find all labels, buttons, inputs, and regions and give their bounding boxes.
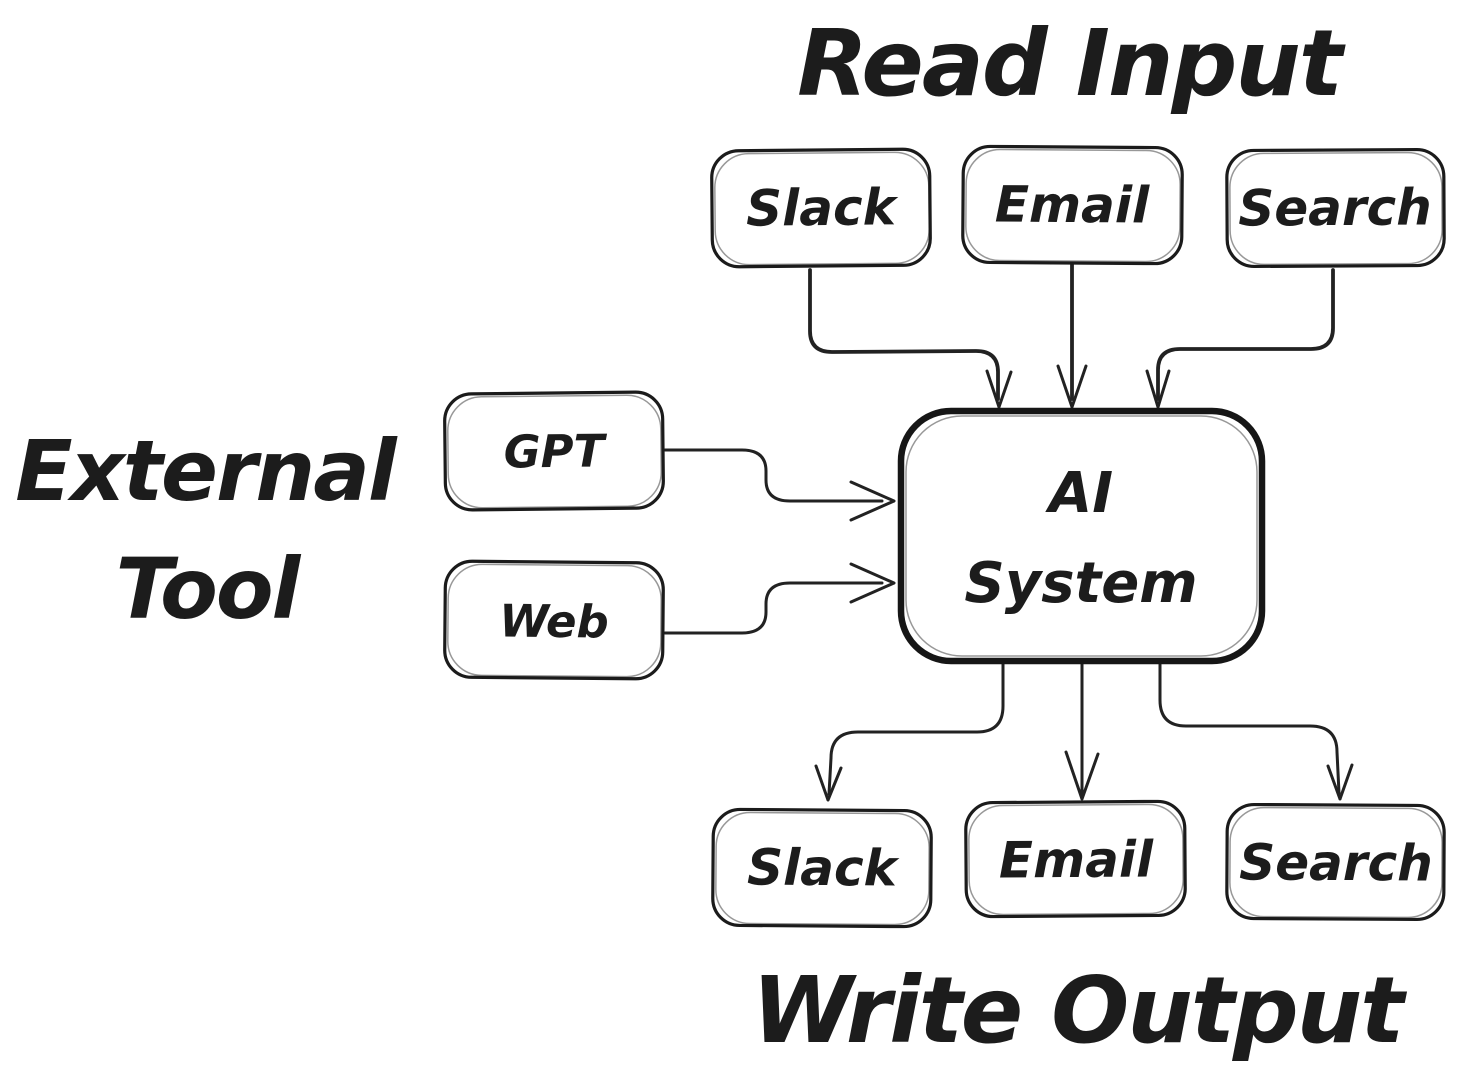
node-ai-system-label-line1: AI [1045, 461, 1113, 526]
node-tool-gpt-label: GPT [503, 424, 607, 478]
node-input-slack-sketch [714, 151, 930, 266]
arrow-tool-web-to-ai [663, 562, 896, 635]
arrow-ai-to-output-email [1064, 660, 1100, 801]
arrow-ai-to-output-slack [814, 660, 1005, 802]
node-ai-system-border [897, 407, 1266, 665]
arrow-input-slack-to-ai [808, 268, 1013, 409]
arrow-ai-to-output-search [1158, 660, 1354, 801]
node-tool-gpt-border [443, 390, 665, 512]
arrow-ai-to-output-slack-line [827, 660, 1005, 796]
arrow-tool-gpt-arrowhead-icon [849, 480, 896, 522]
title-external-tool-line1: External [15, 422, 398, 520]
node-tool-web: Web [443, 559, 665, 681]
node-input-email-sketch [965, 148, 1181, 263]
node-input-email: Email [961, 144, 1184, 266]
arrow-tool-web-arrowhead-icon [849, 562, 896, 604]
arrow-tool-gpt-line [663, 448, 884, 503]
node-output-email-sketch [968, 803, 1184, 916]
node-input-search-border [1225, 147, 1446, 269]
node-tool-web-label: Web [499, 595, 609, 649]
node-tool-web-border [443, 559, 665, 681]
arrow-ai-to-output-slack-arrowhead-icon [814, 764, 843, 802]
node-output-slack-border [711, 807, 933, 929]
arrow-ai-to-output-search-line [1158, 660, 1341, 795]
arrow-input-slack-arrowhead-icon [985, 369, 1013, 409]
node-output-email-border [964, 799, 1187, 919]
arrow-input-search-arrowhead-icon [1145, 369, 1171, 409]
node-output-slack-sketch [715, 811, 930, 926]
node-input-search: Search [1225, 147, 1446, 269]
node-ai-system-label-line2: System [964, 551, 1197, 616]
arrow-tool-gpt-to-ai [663, 448, 896, 522]
node-output-search-label: Search [1239, 833, 1433, 892]
node-input-email-label: Email [995, 175, 1151, 234]
node-tool-web-sketch [447, 563, 662, 678]
arrow-input-search-line [1156, 268, 1335, 401]
arrow-input-email-arrowhead-icon [1056, 364, 1088, 409]
title-write-output: Write Output [752, 957, 1407, 1064]
node-input-search-sketch [1229, 151, 1443, 266]
arrow-input-email-to-ai [1056, 262, 1088, 409]
node-ai-system: AI System [897, 407, 1266, 665]
node-output-search-sketch [1229, 806, 1443, 919]
title-external-tool-line2: Tool [116, 540, 302, 638]
node-output-slack-label: Slack [747, 838, 900, 897]
node-output-search-border [1225, 802, 1446, 922]
node-tool-gpt: GPT [443, 390, 665, 512]
title-read-input: Read Input [797, 10, 1346, 117]
node-input-email-border [961, 144, 1184, 266]
node-input-slack-label: Slack [746, 178, 899, 237]
arrow-input-search-to-ai [1145, 268, 1335, 409]
arrow-ai-to-output-search-arrowhead-icon [1326, 763, 1354, 801]
node-input-slack-border [710, 147, 932, 269]
node-output-email: Email [964, 799, 1187, 919]
node-output-search: Search [1225, 802, 1446, 922]
node-tool-gpt-sketch [447, 394, 662, 509]
node-input-search-label: Search [1238, 178, 1432, 237]
arrow-ai-to-output-email-arrowhead-icon [1064, 750, 1100, 801]
node-output-slack: Slack [711, 807, 933, 929]
arrow-tool-web-line [663, 581, 884, 635]
node-ai-system-sketch [905, 415, 1258, 657]
node-output-email-label: Email [999, 830, 1155, 889]
node-input-slack: Slack [710, 147, 932, 269]
arrow-input-slack-line [808, 268, 1000, 401]
